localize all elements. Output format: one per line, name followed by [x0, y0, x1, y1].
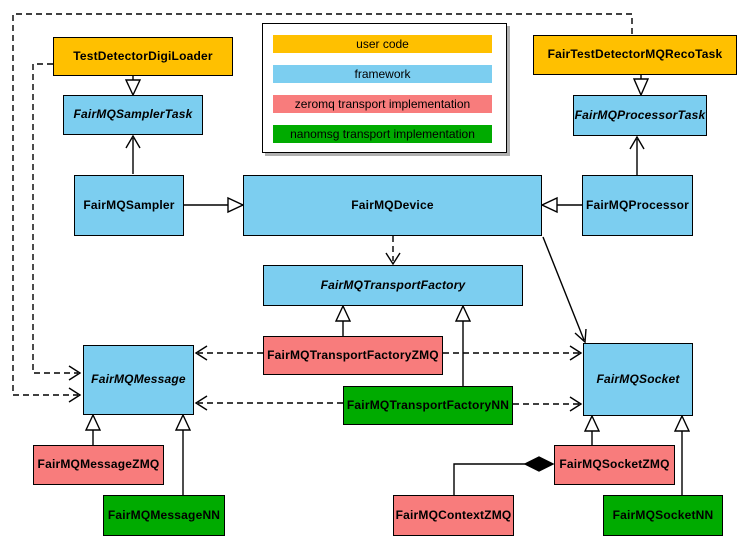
arrowhead-hollow-triangle	[632, 78, 650, 97]
class-label: FairMQSocketZMQ	[559, 457, 670, 472]
class-box-fairmqmessage: FairMQMessage	[83, 345, 194, 415]
arrowhead-open-chevron	[629, 135, 645, 150]
arrowhead-open-chevron	[68, 365, 82, 381]
edge-dependency-testdetectordigiloader-fairmqmessage	[32, 63, 82, 381]
class-label: FairMQMessageNN	[107, 507, 221, 522]
class-box-fairmqsampler: FairMQSampler	[74, 175, 184, 236]
edge-inheritance-fairmqsampler-fairmqdevice	[184, 196, 245, 214]
legend-label: nanomsg transport implementation	[290, 127, 475, 141]
class-label: FairMQProcessor	[585, 197, 690, 212]
edge-dependency-fairmqtransportfactorynn-fairmqsocket	[513, 396, 583, 412]
class-box-fairmqsamplertask: FairMQSamplerTask	[63, 95, 203, 135]
edge-line	[453, 463, 525, 495]
edge-dependency-fairmqtransportfactorynn-fairmqmessage	[194, 395, 343, 411]
edge-inheritance-fairmqtransportfactorynn-fairmqtransportfactory	[454, 304, 472, 386]
arrowhead-open-chevron	[574, 328, 587, 344]
arrowhead-hollow-triangle	[673, 414, 691, 432]
class-label: FairMQMessageZMQ	[37, 457, 160, 472]
arrowhead-hollow-triangle	[334, 304, 352, 322]
legend-label: user code	[356, 37, 409, 51]
class-label: TestDetectorDigiLoader	[73, 48, 213, 63]
class-box-fairmqcontextzmq: FairMQContextZMQ	[393, 495, 514, 536]
arrowhead-hollow-triangle	[583, 414, 601, 432]
class-label: FairMQTransportFactoryZMQ	[267, 347, 439, 362]
edge-association-fairmqprocessor-fairmqprocessortask	[629, 135, 645, 175]
arrowhead-open-chevron	[194, 345, 208, 361]
class-box-fairmqtransportfactory: FairMQTransportFactory	[263, 265, 523, 306]
arrowhead-open-chevron	[569, 345, 583, 361]
edge-dependency-fairmqdevice-fairmqtransportfactory	[385, 236, 401, 266]
class-box-fairmqmessagezmq: FairMQMessageZMQ	[33, 445, 164, 485]
class-box-fairmqsocketzmq: FairMQSocketZMQ	[554, 445, 675, 485]
class-label: FairMQMessage	[91, 372, 186, 387]
class-box-fairmqsocketnn: FairMQSocketNN	[603, 495, 723, 536]
arrowhead-hollow-triangle	[174, 413, 192, 431]
arrowhead-open-chevron	[68, 387, 82, 403]
legend-box: user code framework zeromq transport imp…	[262, 23, 507, 153]
arrowhead-open-chevron	[385, 252, 401, 266]
edge-inheritance-fairmqsocketzmq-fairmqsocket	[583, 414, 601, 445]
arrowhead-hollow-triangle	[540, 196, 558, 214]
class-box-fairmqprocessortask: FairMQProcessorTask	[573, 95, 707, 136]
edge-association-fairmqdevice-fairmqsocket	[542, 236, 587, 344]
class-label: FairMQDevice	[351, 197, 434, 212]
arrowhead-open-chevron	[125, 134, 141, 149]
edge-dependency-fairmqtransportfactoryzmq-fairmqsocket	[443, 345, 583, 361]
arrowhead-open-chevron	[194, 395, 208, 411]
edge-inheritance-testdetectordigiloader-fairmqsamplertask	[124, 76, 142, 97]
edge-inheritance-fairmqsocketnn-fairmqsocket	[673, 414, 691, 495]
edge-inheritance-fairmqtransportfactoryzmq-fairmqtransportfactory	[334, 304, 352, 336]
class-box-fairmqprocessor: FairMQProcessor	[582, 175, 693, 236]
class-box-fairmqdevice: FairMQDevice	[243, 175, 542, 236]
legend-item-user-code: user code	[273, 35, 492, 53]
edge-inheritance-fairtestdetectormqrecotask-fairmqprocessortask	[632, 75, 650, 97]
edge-aggregation-fairmqcontextzmq-fairmqsocketzmq	[453, 456, 555, 495]
class-box-fairtestdetectormqrecotask: FairTestDetectorMQRecoTask	[533, 35, 737, 75]
edge-dependency-fairtestdetectormqrecotask-fairmqmessage	[12, 13, 633, 403]
class-label: FairMQTransportFactoryNN	[346, 397, 510, 412]
class-label: FairTestDetectorMQRecoTask	[547, 47, 723, 62]
edge-dashed-line	[32, 63, 78, 374]
aggregation-diamond	[523, 456, 555, 472]
legend-item-framework: framework	[273, 65, 492, 83]
class-box-fairmqtransportfactoryzmq: FairMQTransportFactoryZMQ	[263, 336, 443, 375]
class-box-fairmqtransportfactorynn: FairMQTransportFactoryNN	[343, 386, 513, 425]
class-box-fairmqmessagenn: FairMQMessageNN	[103, 495, 225, 536]
edge-dashed-line	[12, 13, 633, 396]
legend-item-nanomsg: nanomsg transport implementation	[273, 125, 492, 143]
edge-line	[542, 236, 585, 341]
class-label: FairMQTransportFactory	[320, 277, 466, 292]
edge-inheritance-fairmqprocessor-fairmqdevice	[540, 196, 582, 214]
class-label: FairMQSocket	[596, 371, 680, 386]
arrowhead-open-chevron	[569, 396, 583, 412]
class-box-fairmqsocket: FairMQSocket	[583, 343, 693, 416]
arrowhead-hollow-triangle	[454, 304, 472, 322]
arrowhead-hollow-triangle	[227, 196, 245, 214]
edge-dependency-fairmqtransportfactoryzmq-fairmqmessage	[194, 345, 263, 361]
edge-inheritance-fairmqmessagezmq-fairmqmessage	[84, 413, 102, 445]
class-label: FairMQSocketNN	[612, 507, 714, 522]
class-box-testdetectordigiloader: TestDetectorDigiLoader	[53, 37, 233, 76]
legend-item-zeromq: zeromq transport implementation	[273, 95, 492, 113]
class-label: FairMQContextZMQ	[395, 507, 512, 522]
edge-inheritance-fairmqmessagenn-fairmqmessage	[174, 413, 192, 495]
edge-association-fairmqsampler-fairmqsamplertask	[125, 134, 141, 174]
legend-label: zeromq transport implementation	[294, 97, 471, 111]
class-label: FairMQSamplerTask	[73, 107, 193, 122]
legend-label: framework	[354, 67, 411, 81]
arrowhead-hollow-triangle	[124, 79, 142, 97]
class-label: FairMQSampler	[83, 197, 175, 212]
class-label: FairMQProcessorTask	[574, 107, 706, 122]
arrowhead-hollow-triangle	[84, 413, 102, 431]
